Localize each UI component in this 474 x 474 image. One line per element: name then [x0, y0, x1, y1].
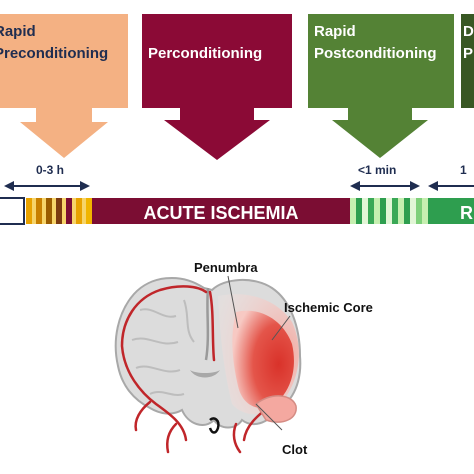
- rapid-preconditioning-shape: [0, 14, 128, 158]
- leader-lines: [227, 275, 291, 431]
- delayed-line2: P: [463, 45, 473, 62]
- perconditioning-callout: Perconditioning: [142, 14, 292, 160]
- clot-marker: [208, 417, 220, 434]
- timeline-bar: ACUTE ISCHEMIA R: [0, 197, 474, 225]
- rapid-preconditioning-line1: Rapid: [0, 23, 36, 40]
- central-fissure: [204, 287, 210, 361]
- clot-label: Clot: [282, 442, 308, 457]
- brain-illustration: Penumbra Ischemic Core Clot: [114, 260, 373, 457]
- perconditioning-shape: [142, 14, 292, 160]
- delayed-timing-label: 1: [460, 163, 467, 177]
- penumbra-label: Penumbra: [194, 260, 258, 275]
- delayed-line1: D: [463, 23, 474, 40]
- rapid-postconditioning-callout: Rapid Postconditioning: [308, 14, 454, 158]
- acute-ischemia-label: ACUTE ISCHEMIA: [143, 203, 298, 223]
- ischemic-core-label: Ischemic Core: [284, 300, 373, 315]
- rapid-preconditioning-line2: Preconditioning: [0, 45, 108, 62]
- rapid-postconditioning-line1: Rapid: [314, 23, 356, 40]
- reperfusion-segment: [428, 198, 474, 224]
- pre-timing-label: 0-3 h: [36, 163, 64, 177]
- rapid-postconditioning-line2: Postconditioning: [314, 45, 436, 62]
- timeline-baseline-segment: [0, 197, 25, 225]
- gyri-lines: [131, 299, 195, 396]
- rapid-preconditioning-callout: Rapid Preconditioning: [0, 14, 128, 158]
- rapid-postconditioning-shape: [308, 14, 454, 158]
- reperfusion-label: R: [460, 203, 473, 223]
- delayed-timing-arrow: [428, 181, 474, 191]
- pre-timing-arrow: [4, 181, 90, 191]
- perconditioning-label: Perconditioning: [148, 45, 262, 62]
- ischemic-core-region: [232, 310, 294, 408]
- delayed-shape: [461, 14, 474, 108]
- delayed-callout: D P: [461, 14, 474, 108]
- post-timing-arrow: [350, 181, 420, 191]
- post-timing-label: <1 min: [358, 163, 396, 177]
- postconditioning-cycles: [350, 198, 428, 224]
- acute-ischemia-segment: [92, 198, 350, 224]
- preconditioning-cycles: [26, 198, 92, 224]
- blood-vessels: [120, 285, 274, 454]
- lower-lobe: [254, 395, 297, 423]
- ventricle: [190, 370, 220, 378]
